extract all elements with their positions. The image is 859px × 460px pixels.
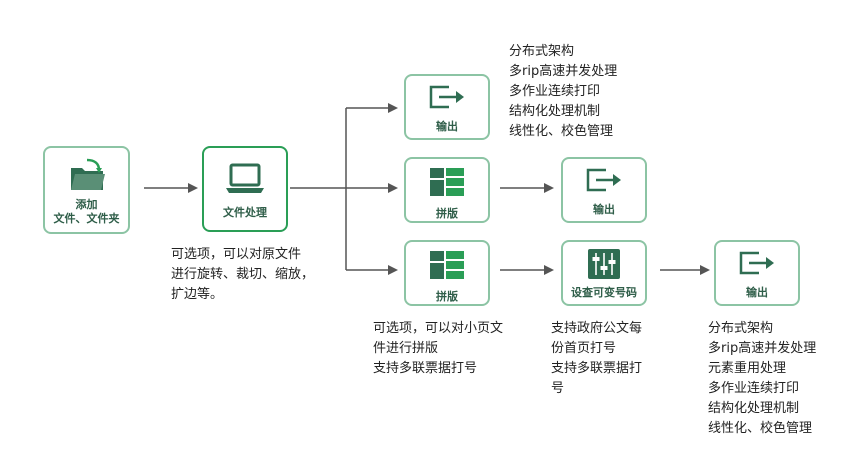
node-output-top[interactable]: 输出 <box>404 74 490 140</box>
file-processing-label: 文件处理 <box>223 206 267 219</box>
node-output-bottom[interactable]: 输出 <box>714 240 800 306</box>
grid-icon <box>430 251 464 279</box>
sliders-icon <box>588 249 620 279</box>
node-impose-mid[interactable]: 拼版 <box>404 157 490 223</box>
node-output-mid[interactable]: 输出 <box>561 157 647 223</box>
note-file-processing: 可选项，可以对原文件 进行旋转、裁切、缩放， 扩边等。 <box>171 245 314 305</box>
note-line: 元素重用处理 <box>708 361 787 376</box>
note-line: 扩边等。 <box>171 287 224 302</box>
export-icon <box>429 85 464 109</box>
node-variable-numbering[interactable]: 设查可变号码 <box>561 240 647 306</box>
note-line: 份首页打号 <box>551 341 617 356</box>
note-line: 分布式架构 <box>708 321 774 336</box>
note-line: 结构化处理机制 <box>509 104 601 119</box>
note-line: 多作业连续打印 <box>509 84 601 99</box>
variable-numbering-label: 设查可变号码 <box>571 286 637 299</box>
note-line: 可选项，可以对原文件 <box>171 247 302 262</box>
note-line: 多rip高速并发处理 <box>509 64 618 79</box>
note-line: 进行旋转、裁切、缩放， <box>171 267 315 282</box>
folder-icon <box>70 158 105 190</box>
note-top-output: 分布式架构 多rip高速并发处理 多作业连续打印 结构化处理机制 线性化、校色管… <box>509 42 617 142</box>
export-icon <box>739 251 774 275</box>
add-files-label-2: 文件、文件夹 <box>53 212 120 225</box>
note-line: 分布式架构 <box>509 44 575 59</box>
note-line: 线性化、校色管理 <box>708 421 813 436</box>
note-output-bottom: 分布式架构 多rip高速并发处理 元素重用处理 多作业连续打印 结构化处理机制 … <box>708 319 816 439</box>
note-line: 支持政府公文每 <box>551 321 643 336</box>
grid-icon <box>430 168 464 196</box>
add-files-label-1: 添加 <box>75 198 98 211</box>
note-line: 结构化处理机制 <box>708 401 800 416</box>
note-impose: 可选项，可以对小页文 件进行拼版 支持多联票据打号 <box>373 319 503 379</box>
note-line: 号 <box>551 381 565 396</box>
note-line: 支持多联票据打号 <box>373 361 478 376</box>
impose-bottom-label: 拼版 <box>436 290 458 303</box>
note-line: 支持多联票据打 <box>551 361 643 376</box>
impose-mid-label: 拼版 <box>436 207 458 220</box>
note-line: 多rip高速并发处理 <box>708 341 817 356</box>
node-file-processing[interactable]: 文件处理 <box>202 146 288 232</box>
output-top-label: 输出 <box>436 120 458 133</box>
note-line: 多作业连续打印 <box>708 381 800 396</box>
node-add-files[interactable]: 添加 文件、文件夹 <box>43 146 130 234</box>
note-line: 可选项，可以对小页文 <box>373 321 504 336</box>
laptop-icon <box>226 163 264 193</box>
note-numbering: 支持政府公文每 份首页打号 支持多联票据打 号 <box>551 319 642 399</box>
node-impose-bottom[interactable]: 拼版 <box>404 240 490 306</box>
output-mid-label: 输出 <box>593 203 615 216</box>
output-bottom-label: 输出 <box>746 286 768 299</box>
note-line: 线性化、校色管理 <box>509 124 614 139</box>
note-line: 件进行拼版 <box>373 341 439 356</box>
export-icon <box>586 168 621 192</box>
